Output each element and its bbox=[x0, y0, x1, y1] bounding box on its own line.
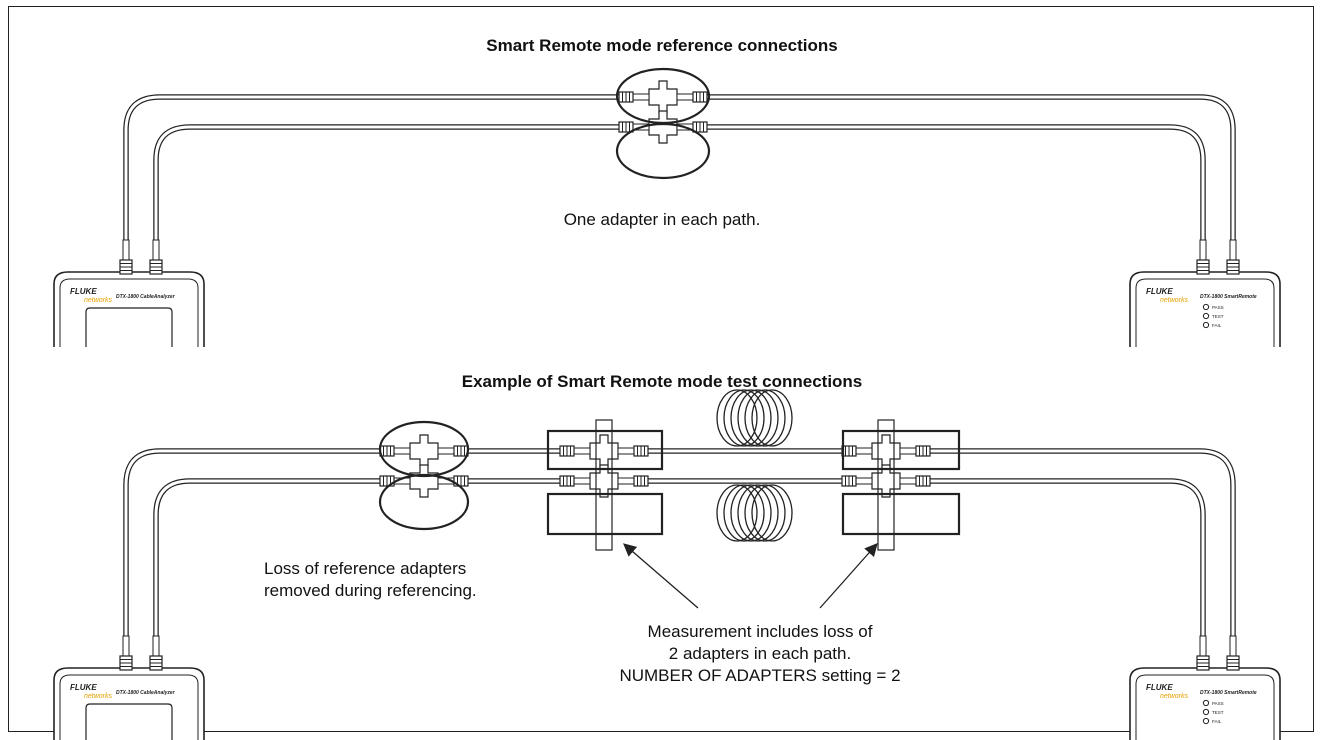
test-adapter-right-2 bbox=[871, 464, 901, 498]
ref-adapter-1-left-connector bbox=[379, 445, 411, 457]
test-adapter-right-1 bbox=[871, 434, 901, 468]
arrow-right bbox=[819, 543, 878, 609]
bottom-remote-plug-2 bbox=[1226, 635, 1240, 671]
top-remote-plug-2 bbox=[1226, 239, 1240, 275]
top-remote-led-label-pass: PASS bbox=[1212, 305, 1224, 310]
top-analyzer-brand: FLUKE bbox=[70, 287, 97, 296]
test-adapter-left-2-left-connector bbox=[559, 475, 591, 487]
top-adapter-1-left-connector bbox=[618, 91, 650, 103]
top-cable-left-inner bbox=[153, 124, 643, 271]
top-cable-left-outer bbox=[123, 94, 643, 271]
fiber-cables bbox=[123, 94, 1236, 667]
top-adapter-ellipse-2 bbox=[615, 122, 711, 180]
bottom-analyzer-model: DTX-1800 CableAnalyzer bbox=[116, 690, 176, 696]
bottom-remote-plug-1 bbox=[1196, 635, 1210, 671]
top-analyzer-sub: networks bbox=[84, 297, 113, 304]
bottom-analyzer-plug-2 bbox=[149, 635, 163, 671]
box-right-upper bbox=[841, 429, 961, 471]
test-adapter-right-2-right-connector bbox=[899, 475, 931, 487]
top-analyzer-plug-2 bbox=[149, 239, 163, 275]
bottom-remote-sub: networks bbox=[1160, 693, 1189, 700]
bottom-cable-outer bbox=[123, 448, 1236, 667]
test-adapter-left-2 bbox=[589, 464, 619, 498]
box-left-upper bbox=[546, 429, 664, 471]
note-reference-adapters: Loss of reference adapters removed durin… bbox=[264, 558, 477, 602]
arrow-left bbox=[623, 543, 699, 609]
top-note: One adapter in each path. bbox=[563, 210, 761, 229]
top-remote-led-fail bbox=[1202, 321, 1210, 329]
test-adapter-right-1-right-connector bbox=[899, 445, 931, 457]
bottom-remote-led-label-test: TEST bbox=[1212, 710, 1224, 715]
ref-adapter-ellipse-2 bbox=[378, 473, 470, 531]
top-analyzer-plug-1 bbox=[119, 239, 133, 275]
top-analyzer-model: DTX-1800 CableAnalyzer bbox=[116, 294, 176, 300]
note-measurement: Measurement includes loss of 2 adapters … bbox=[619, 621, 900, 687]
callout-arrows bbox=[623, 543, 878, 609]
bottom-remote-led-label-pass: PASS bbox=[1212, 701, 1224, 706]
bottom-remote-led-pass bbox=[1202, 699, 1210, 707]
bottom-remote-model: DTX-1800 SmartRemote bbox=[1200, 690, 1257, 696]
bulkhead-left bbox=[595, 419, 613, 551]
top-remote-sub: networks bbox=[1160, 297, 1189, 304]
note-left-line-1: Loss of reference adapters bbox=[264, 559, 467, 578]
bottom-remote-brand: FLUKE bbox=[1146, 683, 1173, 692]
bottom-remote-led-label-fail: FAIL bbox=[1212, 719, 1222, 724]
bottom-analyzer-plug-1 bbox=[119, 635, 133, 671]
bottom-remote-led-test bbox=[1202, 708, 1210, 716]
top-remote-led-label-fail: FAIL bbox=[1212, 323, 1222, 328]
bottom-remote-led-fail bbox=[1202, 717, 1210, 725]
top-remote-led-pass bbox=[1202, 303, 1210, 311]
connectors-and-adapters bbox=[378, 67, 961, 551]
top-adapter-2 bbox=[648, 110, 678, 144]
fiber-coil-lower bbox=[716, 484, 793, 542]
diagram-frame bbox=[8, 6, 1314, 732]
top-remote-led-label-test: TEST bbox=[1212, 314, 1224, 319]
note-center-line-3: NUMBER OF ADAPTERS setting = 2 bbox=[619, 666, 901, 685]
bulkhead-right bbox=[877, 419, 895, 551]
bottom-cable-inner bbox=[153, 478, 1206, 667]
ref-adapter-2 bbox=[409, 464, 439, 498]
box-left-lower bbox=[546, 492, 664, 536]
bottom-analyzer-brand: FLUKE bbox=[70, 683, 97, 692]
top-analyzer-screen bbox=[85, 307, 173, 347]
top-remote-plug-1 bbox=[1196, 239, 1210, 275]
top-adapter-1-right-connector bbox=[676, 91, 708, 103]
note-center-line-1: Measurement includes loss of bbox=[647, 622, 873, 641]
top-cable-right-inner bbox=[684, 124, 1206, 271]
test-adapter-left-2-right-connector bbox=[617, 475, 649, 487]
note-left-line-2: removed during referencing. bbox=[264, 581, 477, 600]
top-remote-model: DTX-1800 SmartRemote bbox=[1200, 294, 1257, 300]
test-adapter-left-1-left-connector bbox=[559, 445, 591, 457]
top-remote-led-test bbox=[1202, 312, 1210, 320]
test-adapter-right-1-left-connector bbox=[841, 445, 873, 457]
top-title: Smart Remote mode reference connections bbox=[486, 36, 838, 55]
box-right-lower bbox=[841, 492, 961, 536]
top-cable-right-outer bbox=[684, 94, 1236, 271]
fiber-coil-upper bbox=[716, 389, 793, 447]
ref-adapter-1 bbox=[409, 434, 439, 468]
test-adapter-left-1 bbox=[589, 434, 619, 468]
bottom-analyzer-sub: networks bbox=[84, 693, 113, 700]
bottom-analyzer-screen bbox=[85, 703, 173, 740]
test-adapter-left-1-right-connector bbox=[617, 445, 649, 457]
top-remote-brand: FLUKE bbox=[1146, 287, 1173, 296]
top-adapter-1 bbox=[648, 80, 678, 114]
test-adapter-right-2-left-connector bbox=[841, 475, 873, 487]
note-center-line-2: 2 adapters in each path. bbox=[668, 644, 852, 663]
ref-adapter-1-right-connector bbox=[437, 445, 469, 457]
bottom-title: Example of Smart Remote mode test connec… bbox=[461, 372, 863, 391]
